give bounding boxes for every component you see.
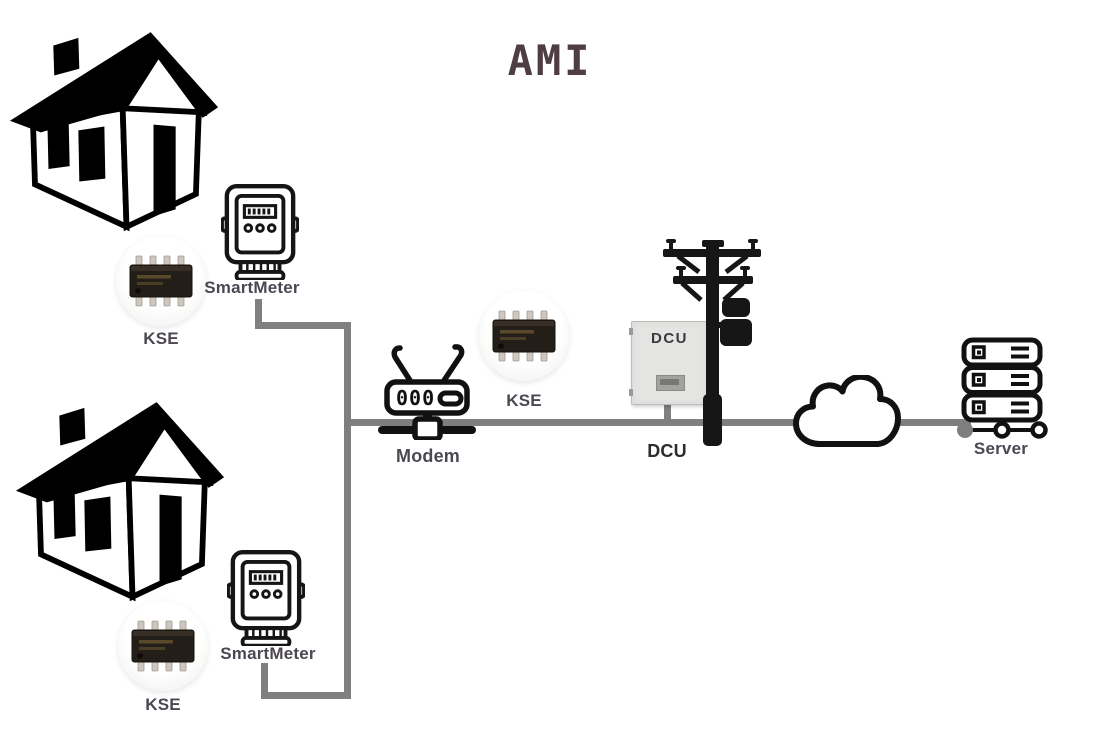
house-icon — [15, 402, 225, 602]
kse-chip-badge — [116, 236, 206, 326]
chip-icon — [131, 620, 195, 672]
line-vertical-bus — [344, 322, 351, 699]
kse-chip-badge — [118, 601, 208, 691]
server-label: Server — [973, 439, 1029, 458]
line-bottom-branch — [261, 692, 351, 699]
dcu-box-text: DCU — [651, 330, 688, 347]
smartmeter-bottom-label: SmartMeter — [220, 644, 316, 663]
smartmeter-top-label: SmartMeter — [204, 278, 300, 297]
kse-top-label: KSE — [143, 329, 179, 348]
server-icon — [957, 337, 1048, 439]
modem-display: 000 — [396, 386, 435, 410]
line-bottom-meter-drop — [261, 663, 268, 699]
dcu-cabinet: DCU — [629, 321, 710, 405]
kse-bottom-label: KSE — [145, 695, 181, 714]
utility-pole-icon — [663, 239, 761, 446]
line-main-backbone — [344, 419, 971, 426]
kse-chip-badge — [479, 291, 569, 381]
diagram-title: AMI — [507, 36, 593, 85]
modem-label: Modem — [396, 446, 460, 466]
dcu-label: DCU — [647, 441, 687, 461]
chip-icon — [129, 255, 193, 307]
house-icon — [9, 32, 219, 232]
kse-modem-label: KSE — [506, 391, 542, 410]
cloud-icon — [793, 375, 901, 447]
smart-meter-icon — [227, 549, 305, 646]
dcu-display — [656, 375, 685, 391]
line-top-meter-drop — [255, 299, 262, 329]
smart-meter-icon — [221, 183, 299, 280]
modem-router-icon: 000 — [378, 344, 476, 440]
line-dcu-stem — [664, 402, 671, 419]
chip-icon — [492, 310, 556, 362]
line-top-branch — [255, 322, 351, 329]
